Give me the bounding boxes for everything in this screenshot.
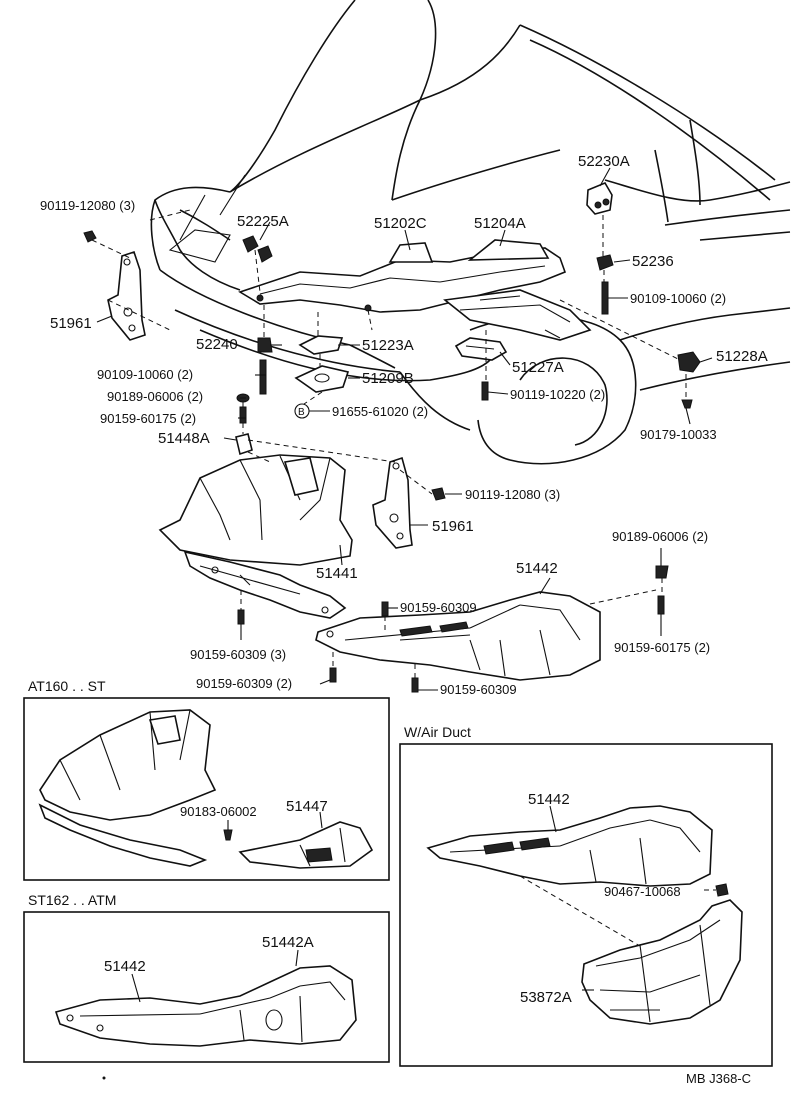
label-90109-10060-left: 90109-10060 (2) [97, 367, 193, 382]
label-51209b: 51209B [362, 370, 414, 387]
label-51448a: 51448A [158, 430, 210, 447]
label-90159-60309-2: 90159-60309 (2) [196, 676, 292, 691]
section-st162: ST162 . . ATM 51442 51442A [23, 892, 390, 1063]
diagram-code: MB J368-C [686, 1071, 751, 1086]
label-51961-mid: 51961 [432, 518, 474, 535]
label-st162-51442: 51442 [104, 958, 146, 975]
label-51447: 51447 [286, 798, 328, 815]
label-51223a: 51223A [362, 337, 414, 354]
label-51227a: 51227A [512, 359, 564, 376]
section-title-at160: AT160 . . ST [28, 678, 106, 694]
nut-52225a-2 [257, 245, 273, 263]
label-53872a: 53872A [520, 989, 572, 1006]
section-air-duct: W/Air Duct 51442 90467-10068 53872A [399, 724, 773, 1067]
section-at160: AT160 . . ST 90183-06002 51447 [23, 678, 390, 881]
label-52225a: 52225A [237, 213, 289, 230]
label-51442-main: 51442 [516, 560, 558, 577]
bracket-51961-mid [372, 456, 413, 549]
b-mark: B [298, 407, 305, 418]
section-box-at160 [23, 697, 390, 881]
label-51204a: 51204A [474, 215, 526, 232]
dashed-leaders [91, 209, 687, 678]
label-90109-10060-right: 90109-10060 (2) [630, 291, 726, 306]
leader-lines [96, 167, 713, 691]
label-90183-06002: 90183-06002 [180, 804, 257, 819]
label-90189-06006-left: 90189-06006 (2) [107, 389, 203, 404]
callout-labels: 90119-12080 (3) 52225A 51202C 51204A 522… [40, 153, 768, 697]
label-90159-60175-right: 90159-60175 (2) [614, 640, 710, 655]
label-51441: 51441 [316, 565, 358, 582]
car-body-outline [150, 0, 791, 465]
label-90159-60309-3: 90159-60309 (3) [190, 647, 286, 662]
label-90119-10220: 90119-10220 (2) [510, 387, 605, 402]
bracket-51961-left [107, 250, 146, 341]
stray-dot [102, 1076, 106, 1080]
label-51442a: 51442A [262, 934, 314, 951]
label-51961-left: 51961 [50, 315, 92, 332]
section-box-st162 [23, 911, 390, 1063]
hardware-parts [83, 181, 701, 693]
label-90467-10068: 90467-10068 [604, 884, 681, 899]
nut-52225a-1 [242, 235, 259, 253]
label-91655-61020: 91655-61020 (2) [332, 404, 428, 419]
under-cover-51441 [158, 454, 353, 619]
label-90179-10033: 90179-10033 [640, 427, 717, 442]
section-title-air-duct: W/Air Duct [404, 724, 471, 740]
label-51202c: 51202C [374, 215, 427, 232]
label-90159-60309-b: 90159-60309 [440, 682, 517, 697]
label-90119-12080-top: 90119-12080 (3) [40, 198, 135, 213]
label-52240: 52240 [196, 336, 238, 353]
label-52236: 52236 [632, 253, 674, 270]
label-90159-60175-left: 90159-60175 (2) [100, 411, 196, 426]
label-52230a: 52230A [578, 153, 630, 170]
label-51228a: 51228A [716, 348, 768, 365]
section-title-st162: ST162 . . ATM [28, 892, 116, 908]
label-90159-60309-a: 90159-60309 [400, 600, 477, 615]
label-90189-06006-right: 90189-06006 (2) [612, 529, 708, 544]
label-air-duct-51442: 51442 [528, 791, 570, 808]
label-90119-12080-mid: 90119-12080 (3) [465, 487, 560, 502]
under-cover-51442-main [315, 591, 601, 681]
front-crossmember [238, 239, 592, 341]
section-box-air-duct [399, 743, 773, 1067]
